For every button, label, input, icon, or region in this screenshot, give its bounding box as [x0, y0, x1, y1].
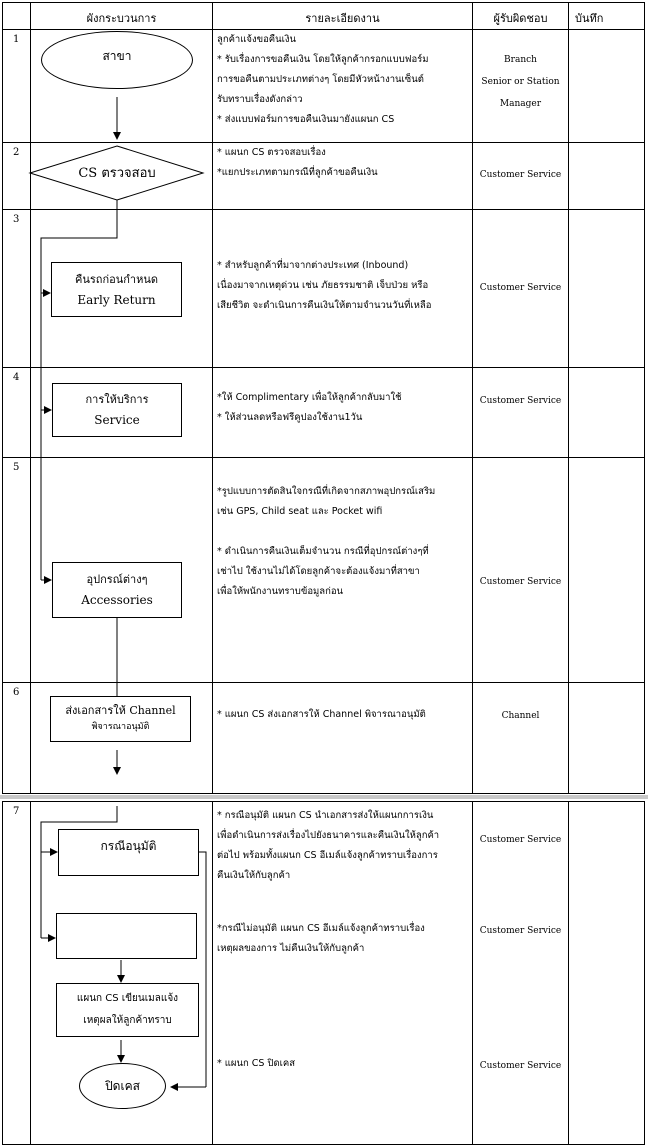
accessories-en: Accessories [81, 593, 153, 607]
service-th: การให้บริการ [85, 393, 149, 406]
service-en: Service [94, 413, 140, 427]
detail-close: * แผนก CS ปิดเคส [217, 1058, 296, 1069]
accessories-th: อุปกรณ์ต่างๆ [86, 573, 148, 586]
responsible-close: Customer Service [479, 1061, 562, 1071]
not-approve-box [56, 913, 197, 959]
approve-box: กรณีอนุมัติ [58, 829, 199, 876]
detail-approve: * กรณีอนุมัติ แผนก CS นำเอกสารส่งให้แผนก… [217, 810, 440, 881]
note-cell[interactable] [568, 682, 645, 794]
early-return-en: Early Return [77, 292, 156, 307]
cs-check-label: CS ตรวจสอบ [78, 166, 156, 181]
email-label-2: เหตุผลให้ลูกค้าทราบ [83, 1015, 172, 1026]
close-case-label: ปิดเคส [105, 1079, 140, 1093]
responsible-not-approve: Customer Service [479, 926, 562, 936]
detail-cell: * แผนก CS ส่งเอกสารให้ Channel พิจารณาอน… [212, 682, 473, 794]
accessories-box: อุปกรณ์ต่างๆ Accessories [52, 562, 182, 618]
service-box: การให้บริการ Service [52, 383, 182, 437]
branch-ellipse: สาขา [41, 31, 193, 89]
page-break [0, 795, 648, 799]
branch-label: สาขา [102, 49, 132, 63]
email-label-1: แผนก CS เขียนเมลแจ้ง [76, 993, 179, 1004]
early-return-th: คืนรถก่อนกำหนด [75, 272, 158, 286]
early-return-box: คืนรถก่อนกำหนด Early Return [51, 262, 182, 317]
close-case-ellipse: ปิดเคส [79, 1063, 166, 1109]
channel-label-1: ส่งเอกสารให้ Channel [65, 704, 176, 717]
channel-box: ส่งเอกสารให้ Channel พิจารณาอนุมัติ [50, 696, 191, 742]
email-reason-box: แผนก CS เขียนเมลแจ้งเหตุผลให้ลูกค้าทราบ [56, 983, 199, 1037]
note-cell[interactable] [568, 801, 645, 1145]
approve-label: กรณีอนุมัติ [100, 839, 157, 853]
detail-not-approve: *กรณีไม่อนุมัติ แผนก CS อีเมล์แจ้งลูกค้า… [217, 923, 425, 954]
decision-diamond [28, 145, 205, 201]
responsible-approve: Customer Service [479, 835, 562, 845]
channel-label-2: พิจารณาอนุมัติ [91, 722, 150, 732]
